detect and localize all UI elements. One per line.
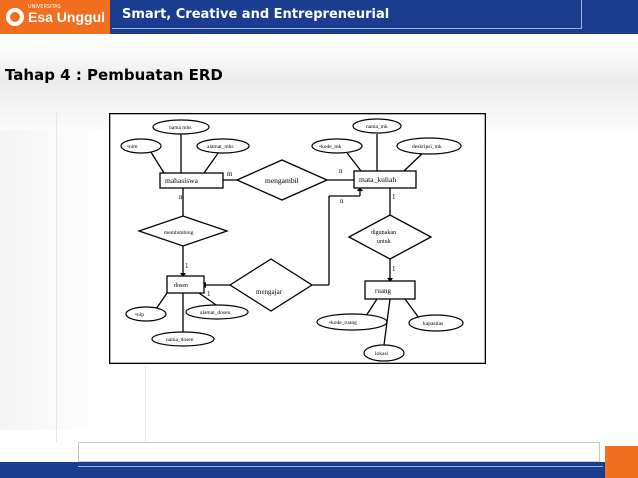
attr-kode-mk	[311, 138, 363, 154]
header-divider	[112, 28, 582, 29]
entity-mata-kuliah-label: mata_kuliah	[359, 175, 396, 184]
entity-dosen-label: dosen	[174, 283, 188, 289]
attr-alamat-mhs-label: alamat_mhs	[207, 144, 234, 150]
card-mhs-mengambil: m	[227, 170, 233, 178]
card-membimbing-dosen: 1	[185, 262, 189, 270]
rel-mengajar	[228, 258, 314, 312]
attr-alamat-dosen	[185, 304, 249, 320]
rel-digunakan-label-2: untuk	[377, 239, 391, 245]
footer-bar	[0, 462, 638, 478]
attr-nama-dosen	[151, 331, 215, 347]
logo-name: Esa Unggul	[28, 9, 106, 25]
cardinality-labels: m n n n 1 1 1 1	[179, 167, 396, 298]
connector-lines	[148, 134, 428, 346]
rel-membimbing-label: membimbing	[164, 230, 194, 236]
relationship-diamonds	[136, 159, 433, 312]
footer-accent	[605, 446, 638, 478]
card-mk-digunakan: 1	[392, 193, 396, 201]
entity-labels: mahasiswa mata_kuliah dosen ruang	[165, 175, 396, 295]
card-mengambil-mk: n	[339, 167, 343, 175]
relationship-labels: mengambil membimbing mengajar digunakan …	[164, 176, 396, 296]
entity-mahasiswa	[159, 172, 224, 189]
attr-nama-dosen-label: nama_dosen	[166, 337, 194, 343]
entity-ruang	[364, 280, 416, 300]
slide-title: Tahap 4 : Pembuatan ERD	[5, 66, 223, 84]
attr-kapasitas-label: kapasitas	[423, 321, 443, 327]
logo-caption: UNIVERSITAS	[28, 4, 61, 10]
rel-membimbing	[136, 215, 230, 247]
rel-digunakan-label-1: digunakan	[371, 230, 396, 236]
rel-mengambil-label: mengambil	[265, 176, 299, 185]
attr-deskripsi-mk	[396, 137, 462, 155]
entity-mata-kuliah	[353, 170, 417, 189]
footer-divider	[78, 466, 603, 467]
entity-mahasiswa-label: mahasiswa	[165, 176, 199, 185]
logo-emblem-icon	[6, 8, 24, 26]
attribute-ellipses	[120, 118, 464, 362]
rel-mengajar-label: mengajar	[256, 288, 283, 296]
erd-svg: mahasiswa mata_kuliah dosen ruang mengam…	[108, 112, 487, 365]
attr-nim-label: •nim	[127, 144, 138, 150]
card-mengajar-dosen: 1	[207, 290, 211, 298]
header-divider-vertical	[581, 0, 582, 29]
attr-lokasi	[363, 344, 405, 362]
entity-ruang-label: ruang	[375, 287, 391, 295]
attr-nip-label: •nip	[135, 312, 144, 318]
attr-alamat-mhs	[196, 138, 250, 154]
card-mhs-membimbing: n	[179, 193, 183, 201]
attr-kode-mk-label: •kode_mk	[319, 144, 342, 150]
side-decoration	[0, 130, 105, 430]
attr-nim	[120, 138, 162, 154]
attr-nama-mhs-label: nama mhs	[169, 125, 191, 131]
attribute-labels: nama mhs •nim alamat_mhs nama_mk •kode_m…	[127, 124, 443, 357]
erd-diagram: mahasiswa mata_kuliah dosen ruang mengam…	[108, 112, 487, 365]
card-mk-mengajar: n	[340, 197, 344, 205]
entity-boxes	[159, 170, 417, 300]
attr-lokasi-label: lokasi	[375, 351, 389, 357]
attr-deskripsi-mk-label: deskripsi_mk	[412, 144, 442, 150]
attr-kode-ruang-label: •kode_ruang	[329, 320, 357, 326]
attr-nama-mk-label: nama_mk	[366, 124, 388, 130]
footer-panel	[78, 442, 600, 462]
rel-digunakan	[347, 214, 433, 260]
attr-nip	[125, 306, 167, 322]
attr-kode-ruang	[316, 313, 388, 331]
university-logo: UNIVERSITAS Esa Unggul	[0, 0, 110, 34]
attr-nama-mk	[352, 118, 402, 134]
attr-nama-mhs	[152, 119, 210, 135]
rel-mengambil	[235, 159, 329, 201]
tagline: Smart, Creative and Entrepreneurial	[122, 7, 390, 22]
entity-dosen	[166, 275, 205, 294]
attr-kapasitas	[408, 314, 464, 332]
decor-line-bottom	[145, 366, 146, 446]
card-digunakan-ruang: 1	[392, 265, 396, 273]
attr-alamat-dosen-label: alamat_dosen	[200, 310, 230, 316]
decor-line-left	[56, 112, 57, 442]
